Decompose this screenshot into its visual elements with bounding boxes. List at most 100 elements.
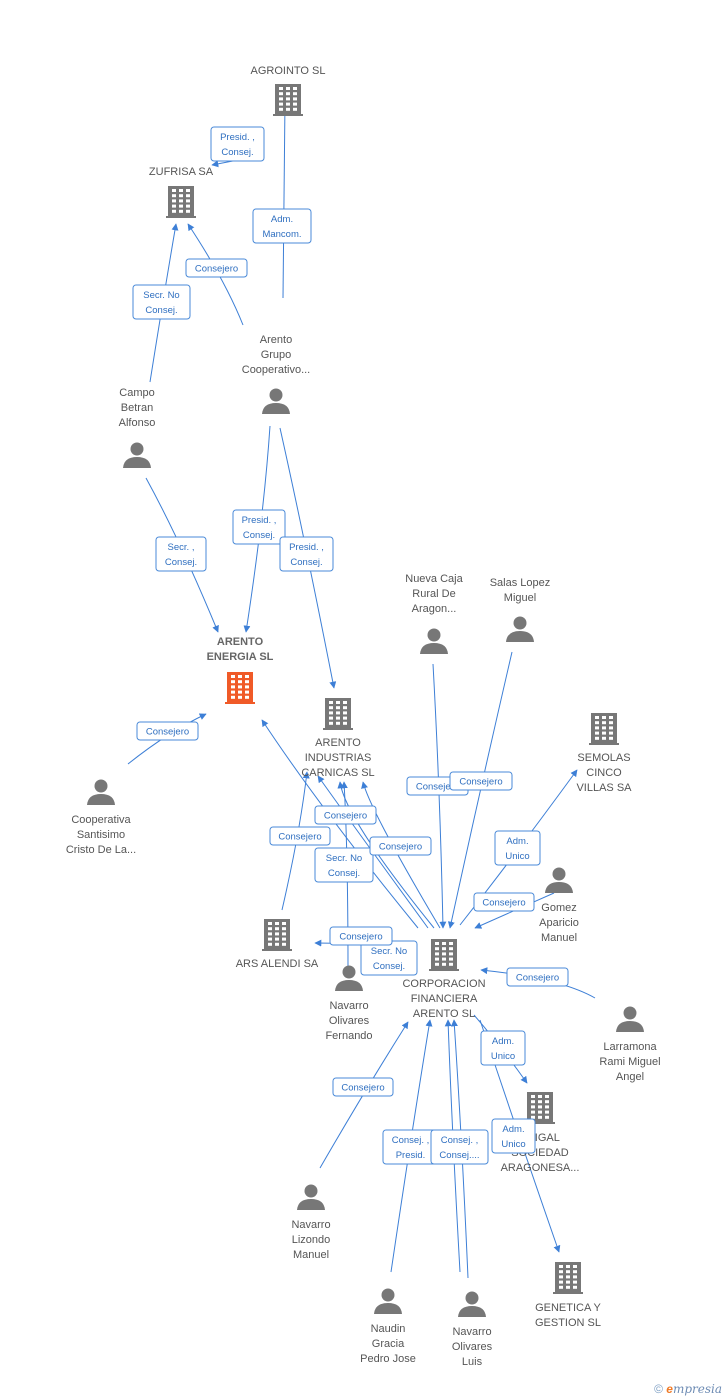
relation-label-8[interactable]: Consejero — [136, 721, 199, 741]
node-label-line: Rural De — [412, 588, 455, 600]
relation-label-7[interactable]: Presid. ,Consej. — [279, 536, 334, 572]
node-frigal[interactable]: FRIGALSOCIEDADARAGONESA... — [501, 1092, 580, 1174]
relation-label-13[interactable]: Consejero — [506, 967, 569, 987]
node-label-line: VILLAS SA — [576, 782, 632, 794]
relation-label-text: Consej. — [243, 530, 275, 541]
person-icon — [335, 965, 363, 991]
node-ars[interactable]: ARS ALENDI SA — [236, 919, 319, 970]
node-label-line: INDUSTRIAS — [305, 752, 372, 764]
node-label-line: Luis — [462, 1356, 483, 1368]
node-label-line: AGROINTO SL — [251, 65, 326, 77]
relation-label-text: Unico — [505, 851, 529, 862]
relation-label-15[interactable]: Secr. No Consej. — [314, 847, 374, 883]
relation-label-12[interactable]: Consejero — [473, 892, 535, 912]
relation-label-text: Adm. — [271, 214, 293, 225]
relation-label-text: Consejero — [195, 264, 238, 275]
edge-15 — [337, 781, 435, 929]
node-label-line: Naudin — [371, 1323, 406, 1335]
relation-label-3[interactable]: Consejero — [185, 258, 248, 278]
building-icon — [323, 698, 353, 730]
relation-label-text: Consej. — [165, 557, 197, 568]
node-zufrisa[interactable]: ZUFRISA SA — [149, 166, 214, 218]
relation-label-text: Consej. — [145, 305, 177, 316]
node-label-line: ZUFRISA SA — [149, 166, 214, 178]
node-label-line: SEMOLAS — [577, 752, 630, 764]
person-icon — [420, 628, 448, 654]
node-label-line: Rami Miguel — [599, 1056, 660, 1068]
node-label-line: ENERGIA SL — [207, 651, 274, 663]
relation-label-text: Secr. No — [143, 290, 179, 301]
relation-label-text: Presid. — [396, 1150, 426, 1161]
person-icon — [262, 388, 290, 414]
node-label-line: Navarro — [329, 1000, 368, 1012]
relation-label-text: Consej. — [221, 147, 253, 158]
node-label-line: Lizondo — [292, 1234, 331, 1246]
node-label-line: Pedro Jose — [360, 1353, 416, 1365]
relation-label-text: Adm. — [492, 1036, 514, 1047]
node-label-line: Manuel — [541, 932, 577, 944]
relation-label-14[interactable]: Consejero — [269, 826, 331, 846]
relation-labels-layer: Presid. ,Consej.Adm.Mancom.ConsejeroSecr… — [132, 126, 569, 1165]
node-agrointo[interactable]: AGROINTO SL — [251, 65, 326, 116]
relation-label-22[interactable]: Consej. , Presid. — [382, 1129, 439, 1165]
node-label-line: Cooperativo... — [242, 364, 310, 376]
node-label-line: GENETICA Y — [535, 1302, 601, 1314]
relation-label-text: Consejero — [341, 1083, 384, 1094]
relation-label-2[interactable]: Adm.Mancom. — [252, 208, 312, 244]
node-label-line: Fernando — [325, 1030, 372, 1042]
relation-label-text: Consejero — [459, 777, 502, 788]
node-label-line: Gomez — [541, 902, 576, 914]
relation-label-19[interactable]: Consejero — [329, 926, 393, 946]
person-icon — [374, 1288, 402, 1314]
relation-label-16[interactable]: Consejero — [314, 805, 377, 825]
node-label-line: Nueva Caja — [405, 573, 463, 585]
building-icon — [262, 919, 292, 951]
relation-label-1[interactable]: Presid. ,Consej. — [210, 126, 265, 162]
relation-label-11[interactable]: Adm.Unico — [494, 830, 541, 866]
relation-label-text: Consej. — [290, 557, 322, 568]
relation-label-21[interactable]: Consejero — [332, 1077, 394, 1097]
relation-label-23[interactable]: Consej. ,Consej.... — [430, 1129, 489, 1165]
relation-label-4[interactable]: Secr. No Consej. — [132, 284, 191, 320]
relation-label-text: Consejero — [324, 811, 367, 822]
relation-label-text: Secr. No — [326, 853, 362, 864]
relation-label-5[interactable]: Secr. ,Consej. — [155, 536, 207, 572]
node-label-line: Salas Lopez — [490, 577, 551, 589]
node-label-line: Olivares — [452, 1341, 493, 1353]
node-label-line: Angel — [616, 1071, 644, 1083]
relation-label-text: Consej. , — [392, 1135, 430, 1146]
relation-label-6[interactable]: Presid. ,Consej. — [232, 509, 286, 545]
relation-label-17[interactable]: Consejero — [369, 836, 432, 856]
node-label-line: ARAGONESA... — [501, 1162, 580, 1174]
relation-label-text: Consej. — [328, 868, 360, 879]
node-label-line: ARENTO — [315, 737, 361, 749]
footer-brand[interactable]: © empresia — [654, 1382, 722, 1396]
node-arento-grupo[interactable]: ArentoGrupoCooperativo... — [242, 334, 310, 414]
node-label-line: Alfonso — [119, 417, 156, 429]
node-label-line: Cristo De La... — [66, 844, 136, 856]
copyright-icon: © — [654, 1382, 663, 1396]
person-icon — [297, 1184, 325, 1210]
empresia-logo-text: mpresia — [672, 1382, 722, 1396]
relation-label-20[interactable]: Adm.Unico — [480, 1030, 526, 1066]
relation-label-24[interactable]: Adm.Unico — [491, 1118, 536, 1154]
relation-label-10[interactable]: Consejero — [449, 771, 513, 791]
relation-label-text: Secr. No — [371, 946, 407, 957]
